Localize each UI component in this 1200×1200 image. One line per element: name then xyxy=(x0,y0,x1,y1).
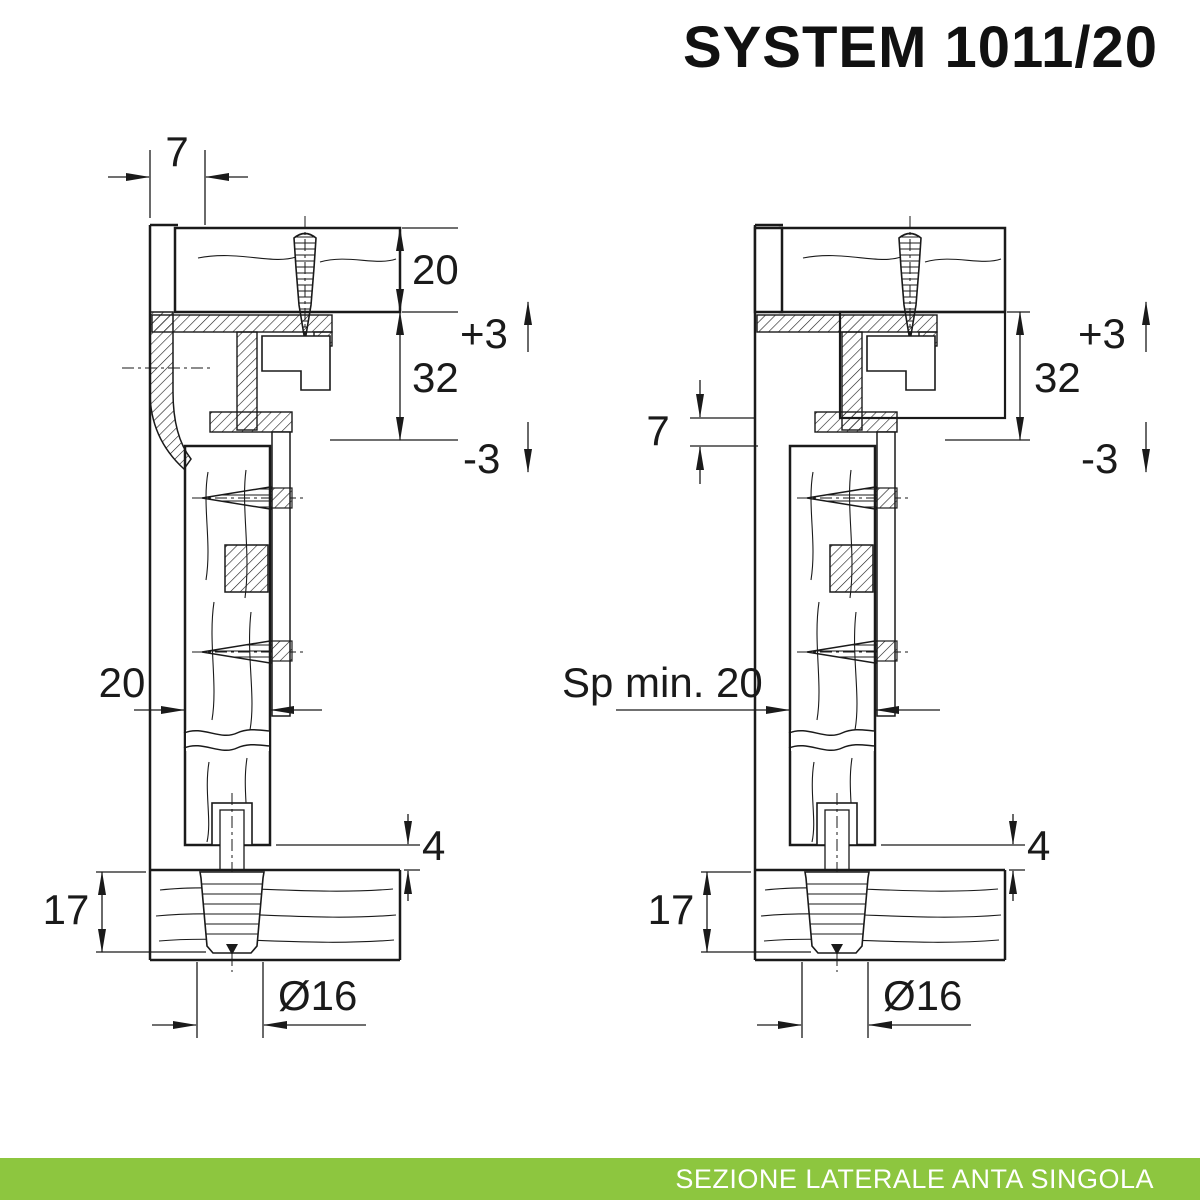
dim-dowel-depth-label: 17 xyxy=(648,886,695,933)
dim-adjust-up-label: +3 xyxy=(1078,310,1126,357)
dim-top-gap-label: 7 xyxy=(165,128,188,175)
right-view-geometry xyxy=(753,214,1007,974)
dim-track-height-label: 32 xyxy=(1034,354,1081,401)
dim-dowel-diameter-label: Ø16 xyxy=(278,972,357,1019)
top-panel-extension xyxy=(753,226,784,314)
right-section-view: 7 32 +3 -3 Sp min. 20 4 17 Ø16 xyxy=(562,214,1150,1038)
dim-front-gap-label: 7 xyxy=(646,407,669,454)
dim-panel-thickness-label: 20 xyxy=(99,659,146,706)
dim-dowel-diameter-label: Ø16 xyxy=(883,972,962,1019)
footer-caption: SEZIONE LATERALE ANTA SINGOLA xyxy=(675,1163,1154,1194)
dim-adjust-down-label: -3 xyxy=(463,435,500,482)
dim-adjust-down-label: -3 xyxy=(1081,435,1118,482)
dim-adjust-up-label: +3 xyxy=(460,310,508,357)
dim-panel-thickness-label: Sp min. 20 xyxy=(562,659,763,706)
track-front-lip xyxy=(149,311,192,471)
technical-drawing: 7 20 32 +3 -3 20 4 17 Ø16 xyxy=(43,128,1150,1038)
page-title: SYSTEM 1011/20 xyxy=(682,15,1158,80)
left-section-view: 7 20 32 +3 -3 20 4 17 Ø16 xyxy=(43,128,532,1038)
right-dimension-lines xyxy=(616,301,1150,1038)
left-dimension-lines xyxy=(96,150,532,1038)
footer-bar: SEZIONE LATERALE ANTA SINGOLA xyxy=(0,1158,1200,1200)
dim-bottom-gap-label: 4 xyxy=(422,822,445,869)
dim-panel-top-label: 20 xyxy=(412,246,459,293)
dim-bottom-gap-label: 4 xyxy=(1027,822,1050,869)
left-view-geometry xyxy=(148,214,402,974)
dim-dowel-depth-label: 17 xyxy=(43,886,90,933)
dim-track-height-label: 32 xyxy=(412,354,459,401)
top-panel-front-rail xyxy=(838,310,1007,420)
